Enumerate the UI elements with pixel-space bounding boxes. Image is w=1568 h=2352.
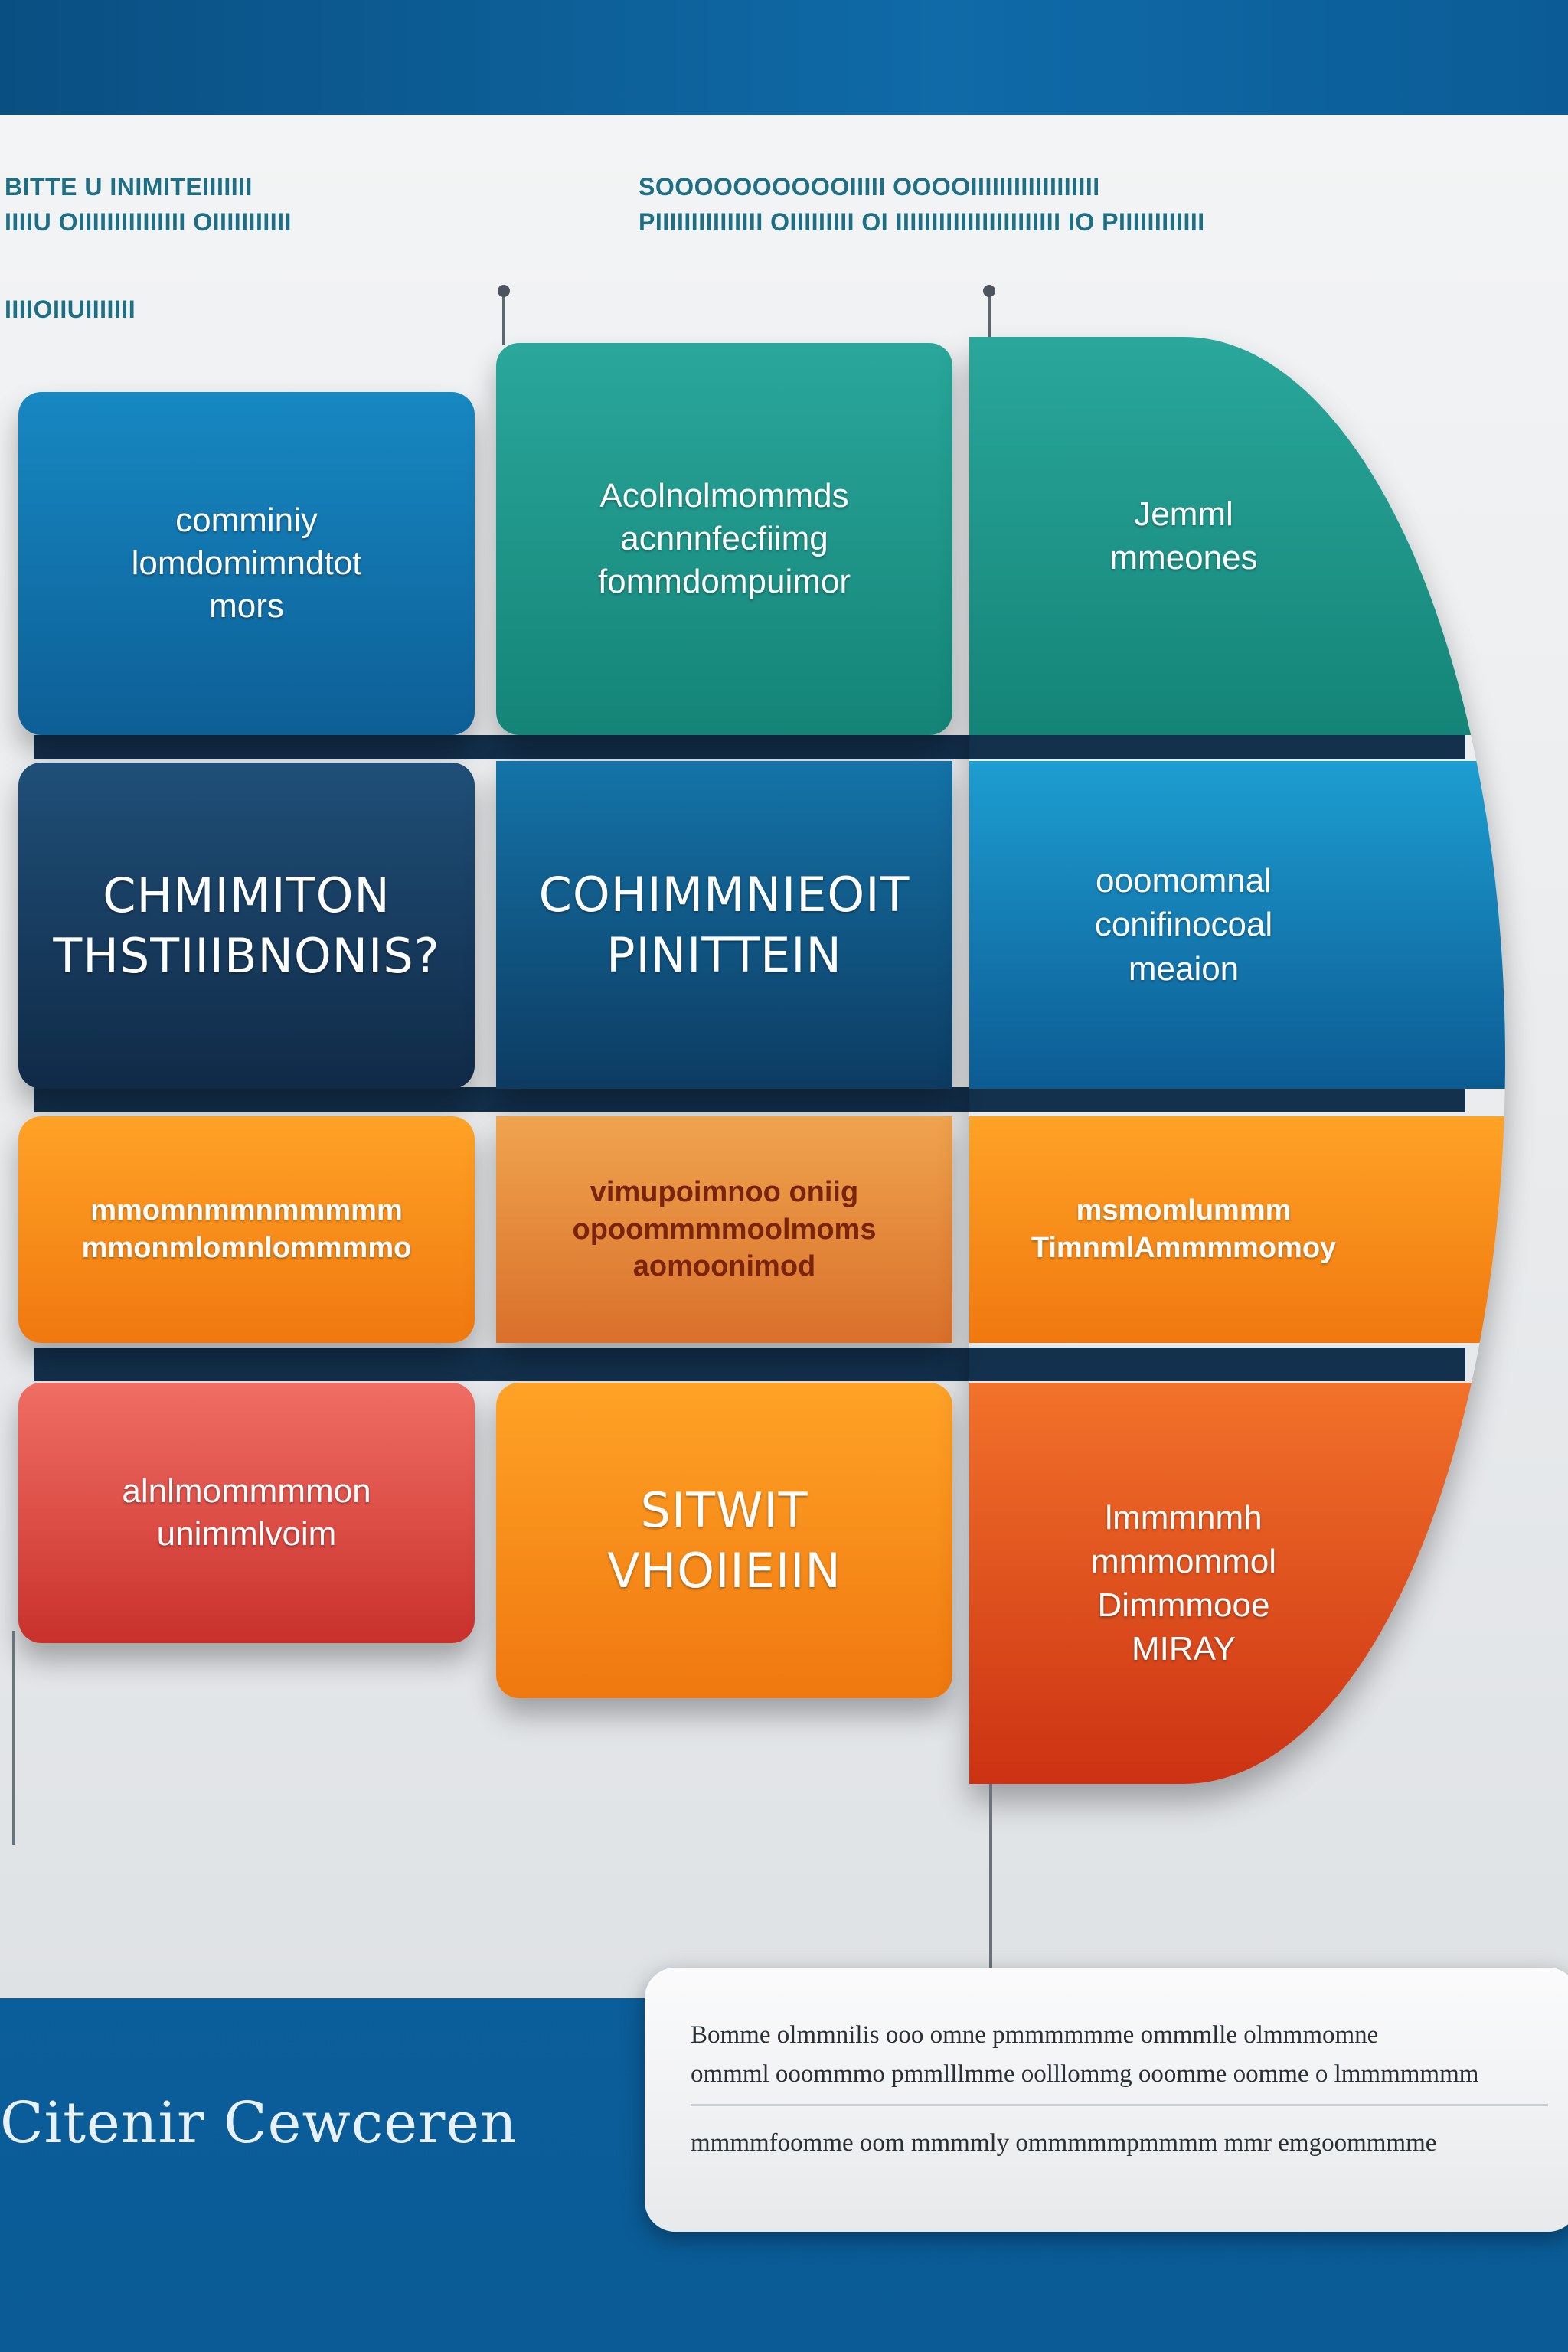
block-mid-row4: SITWIT VHOIIEIIN <box>496 1383 952 1698</box>
header-note-left-line-2: IIIIU OIIIIIIIIIIIIIII OIIIIIIIIIII <box>5 208 292 236</box>
block-left-row2: CHMIMITON THSTIIIBNONIS? <box>18 763 475 1089</box>
block-right-row3: msmomlummm TimnmlAmmmmomoy <box>969 1116 1505 1343</box>
block-mid-row1: Acolnolmommds acnnnfecfiimg fommdompuimo… <box>496 343 952 735</box>
block-right-row3-text: msmomlummm TimnmlAmmmmomoy <box>1031 1194 1337 1264</box>
callout-line-1: Bomme olmmnilis ooo omne pmmmmmme ommmll… <box>691 2021 1379 2049</box>
row-divider-bar <box>34 1348 1465 1381</box>
block-mid-row4-text: SITWIT VHOIIEIIN <box>607 1481 841 1599</box>
block-mid-row2-text: COHIMMNIEOIT PINITTEIN <box>538 866 910 983</box>
row-divider-bar <box>34 1087 1465 1112</box>
block-right-row2-text: ooomomnal conifinocoal meaion <box>1094 862 1273 988</box>
block-right-row2: ooomomnal conifinocoal meaion <box>969 761 1505 1089</box>
block-left-row3: mmomnmmnmmmmm mmonmlomnlommmmo <box>18 1116 475 1343</box>
pin-marker <box>498 285 510 345</box>
callout-line-2: ommml ooommmo pmmlllmme oolllommg ooomme… <box>691 2060 1479 2088</box>
block-mid-row3-text: vimupoimnoo oniig opoommmmoolmoms aomoon… <box>572 1176 877 1283</box>
block-mid-row2: COHIMMNIEOIT PINITTEIN <box>496 761 952 1089</box>
footer-callout: Bomme olmmnilis ooo omne pmmmmmme ommmll… <box>645 1968 1568 2232</box>
callout-line-3: mmmmfoomme oom mmmmly ommmmmpmmmm mmr em… <box>691 2129 1437 2157</box>
block-mid-row1-text: Acolnolmommds acnnnfecfiimg fommdompuimo… <box>597 476 851 601</box>
footer-title: Citenir Cewceren <box>0 2090 518 2156</box>
header-note-left-sub: IIIIOIIUIIIIIII <box>5 296 136 323</box>
row-divider-bar <box>34 735 1465 760</box>
header-note-right-line-1: SOOOOOOOOOOIIIII OOOOIIIIIIIIIIIIIIIIII <box>639 173 1100 201</box>
block-right-row4: lmmmnmh mmmommol Dimmmooe MIRAY <box>969 1383 1505 1784</box>
block-right-row4-text: lmmmnmh mmmommol Dimmmooe MIRAY <box>1091 1498 1276 1668</box>
half-circle-column: Jemml mmeones ooomomnal conifinocoal mea… <box>969 337 1505 1784</box>
block-left-row4-text: alnlmommmmon unimmlvoim <box>122 1472 371 1553</box>
block-right-row1-text: Jemml mmeones <box>1109 495 1258 577</box>
block-left-row3-text: mmomnmmnmmmmm mmonmlomnlommmmo <box>81 1194 412 1264</box>
header-note-right-line-2: PIIIIIIIIIIIIIII OIIIIIIIII OI IIIIIIIII… <box>639 208 1205 236</box>
block-left-row4: alnlmommmmon unimmlvoim <box>18 1383 475 1643</box>
callout-divider <box>691 2104 1548 2106</box>
top-band <box>0 0 1568 115</box>
connector-line <box>989 1784 992 1968</box>
block-left-row2-text: CHMIMITON THSTIIIBNONIS? <box>53 867 440 984</box>
block-mid-row3: vimupoimnoo oniig opoommmmoolmoms aomoon… <box>496 1116 952 1343</box>
header-note-left-line-1: BITTE U INIMITEIIIIIII <box>5 173 253 201</box>
connector-line <box>12 1631 15 1845</box>
pin-marker <box>983 285 995 337</box>
block-left-row1-text: comminiy lomdomimndtot mors <box>131 501 362 626</box>
block-left-row1: comminiy lomdomimndtot mors <box>18 392 475 735</box>
block-right-row1: Jemml mmeones <box>969 337 1505 735</box>
